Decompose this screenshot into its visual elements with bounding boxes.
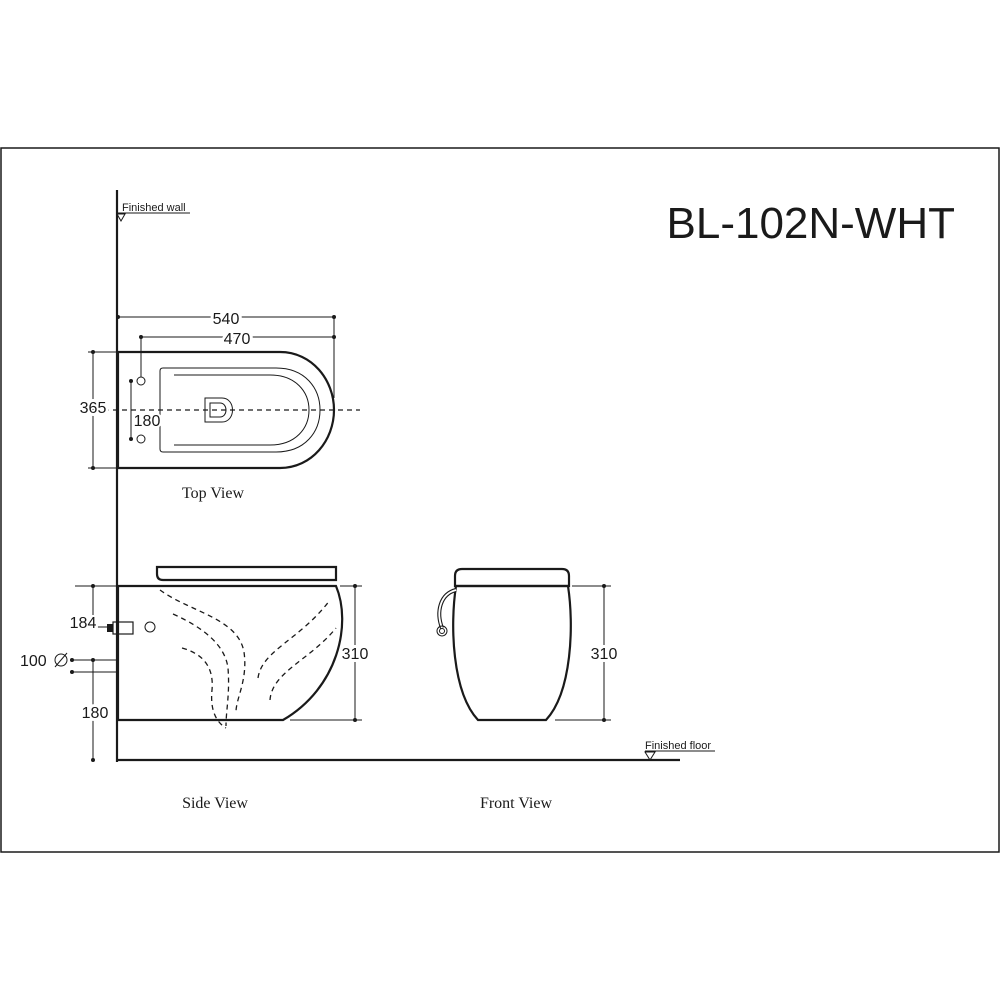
side-view-caption: Side View <box>182 795 248 812</box>
bolt-hole-top <box>136 376 146 386</box>
wall-level-marker-icon <box>116 213 126 223</box>
side-view-seat <box>155 565 338 582</box>
front-inlet-connector-icon <box>436 625 448 637</box>
side-inlet-port <box>144 621 156 633</box>
dim-side-outlet-height: 180 <box>82 705 109 722</box>
dim-top-length-overall: 540 <box>213 311 240 328</box>
dim-top-width: 365 <box>80 400 107 417</box>
dim-side-inlet-height: 184 <box>70 615 97 632</box>
front-view-caption: Front View <box>480 795 553 812</box>
drain-outlet-icon <box>204 397 233 423</box>
front-view-seat <box>453 567 571 588</box>
front-view: 310 Front View <box>436 567 620 812</box>
finished-floor: Finished floor <box>117 740 715 762</box>
top-view-caption: Top View <box>182 485 245 502</box>
finished-floor-label: Finished floor <box>645 740 711 752</box>
finished-wall: Finished wall <box>115 190 190 762</box>
dim-top-length-inner: 470 <box>224 331 251 348</box>
diameter-symbol-icon <box>54 652 68 668</box>
floor-level-marker-icon <box>644 751 656 761</box>
bolt-hole-bottom <box>136 434 146 444</box>
dim-side-outlet-diameter: 100 <box>20 653 47 670</box>
top-view: 540 470 365 180 Top View <box>77 308 360 502</box>
side-view: 184 100 180 310 Side View <box>20 565 371 812</box>
dim-side-height: 310 <box>342 646 369 663</box>
finished-wall-label: Finished wall <box>122 202 186 214</box>
top-view-seat <box>159 367 321 453</box>
dim-front-height: 310 <box>591 646 618 663</box>
trapway-dashed <box>159 589 337 729</box>
front-view-body <box>452 584 572 722</box>
top-view-seat-inner <box>174 374 310 446</box>
dim-top-bolt-spacing: 180 <box>134 413 161 430</box>
model-number: BL-102N-WHT <box>667 199 956 248</box>
side-view-body <box>116 584 344 722</box>
sheet-border <box>0 147 1000 853</box>
